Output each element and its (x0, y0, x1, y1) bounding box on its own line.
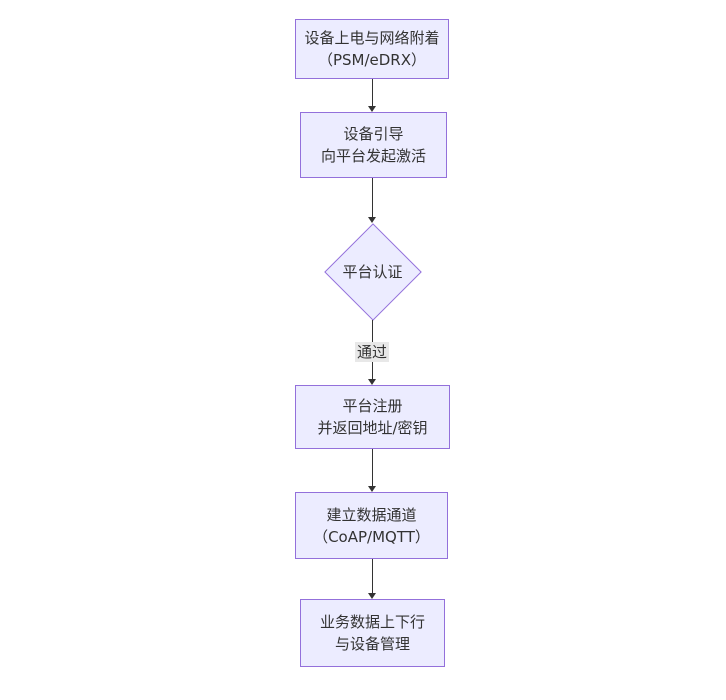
node-label-line: 设备引导 (343, 125, 404, 143)
node-label-line: （CoAP/MQTT） (313, 527, 430, 546)
node-label-line: 设备上电与网络附着 (304, 29, 440, 47)
node-label-line: （PSM/eDRX） (317, 51, 427, 69)
node-label-line: 建立数据通道 (326, 505, 417, 524)
arrow-e-to-f (368, 559, 376, 599)
node-label-line: 平台注册 (342, 397, 403, 415)
node-data-channel: 建立数据通道 （CoAP/MQTT） (295, 492, 448, 559)
node-label-line: 并返回地址/密钥 (317, 419, 428, 437)
edge-label-pass: 通过 (354, 342, 390, 362)
node-label-line: 业务数据上下行 (319, 613, 425, 631)
node-label-line: 平台认证 (342, 263, 403, 281)
node-device-bootstrap: 设备引导 向平台发起激活 (300, 112, 447, 178)
node-label-line: 与设备管理 (334, 635, 410, 653)
node-label-line: 向平台发起激活 (320, 147, 426, 165)
decision-platform-auth: 平台认证 (322, 222, 423, 321)
node-business-data: 业务数据上下行 与设备管理 (300, 599, 445, 667)
arrow-b-to-c (368, 178, 376, 223)
node-power-network-attach: 设备上电与网络附着 （PSM/eDRX） (295, 19, 449, 79)
node-platform-register: 平台注册 并返回地址/密钥 (295, 385, 450, 449)
arrow-a-to-b (368, 79, 376, 112)
arrow-d-to-e (368, 449, 376, 492)
